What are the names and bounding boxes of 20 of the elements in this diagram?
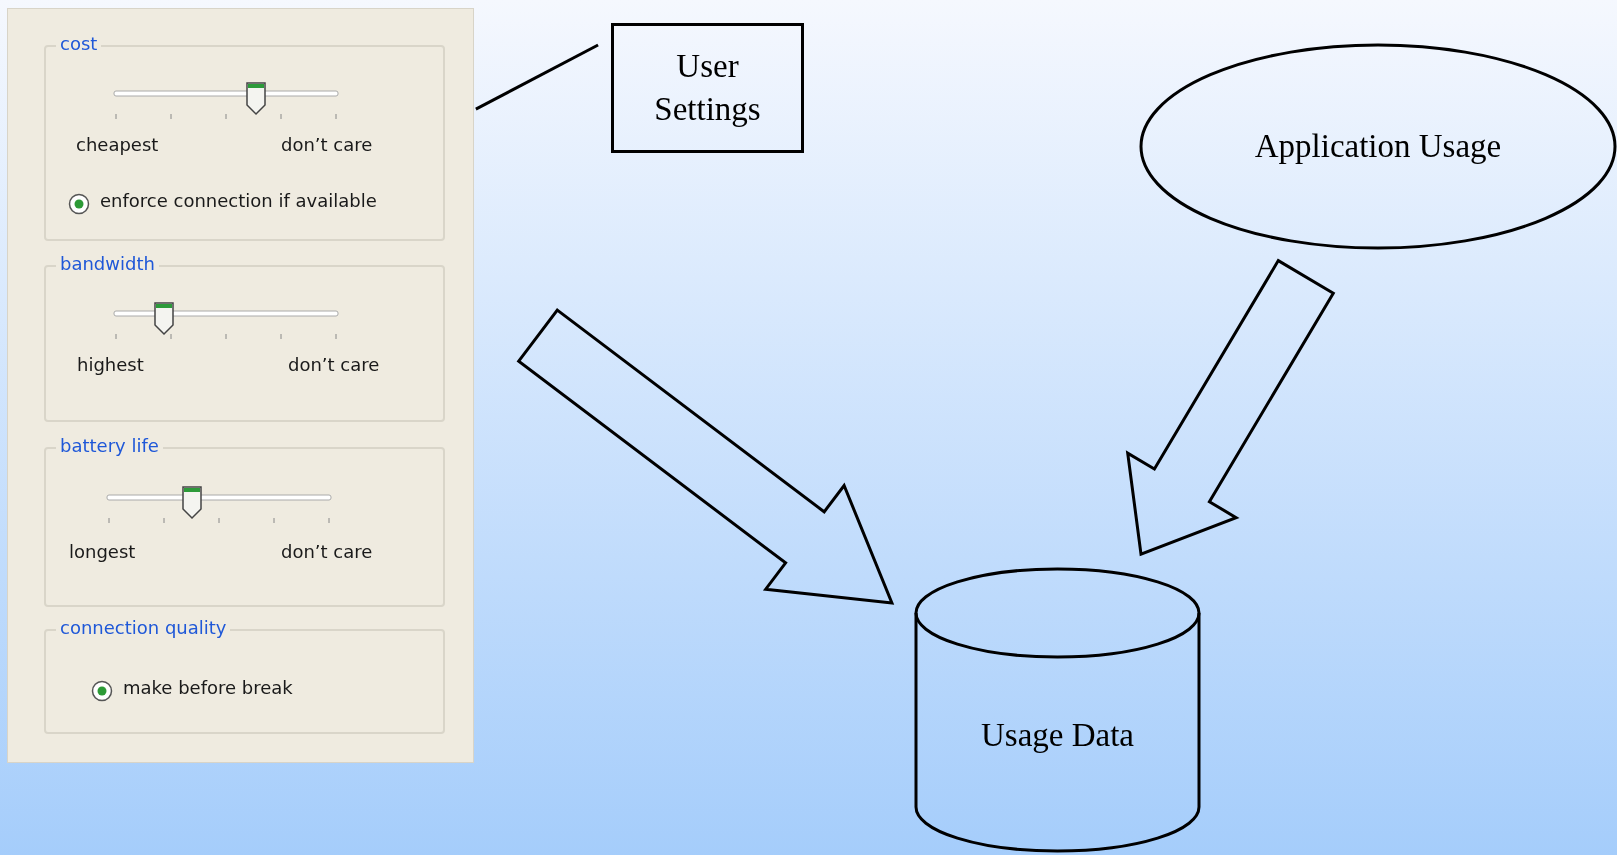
settings-panel [7, 8, 474, 763]
ellipse-node [1139, 43, 1617, 250]
radio-label: enforce connection if available [100, 190, 377, 211]
block-arrow [516, 308, 895, 605]
slider-label: don’t care [281, 541, 373, 562]
group-legend: battery life [56, 435, 163, 456]
node-label: User Settings [653, 47, 762, 129]
database-cylinder [914, 567, 1201, 853]
radio-label: make before break [123, 677, 293, 698]
slider-label: longest [69, 541, 136, 562]
node-label: Application Usage [1254, 127, 1502, 167]
block-arrow [1125, 258, 1336, 557]
group-legend: connection quality [56, 617, 231, 638]
slider-label: don’t care [288, 354, 380, 375]
slider-label: don’t care [281, 134, 373, 155]
slider-label: highest [77, 354, 144, 375]
node-label: Usage Data [981, 715, 1134, 755]
label-box [611, 23, 804, 153]
leader-line [475, 43, 599, 111]
slider-label: cheapest [76, 134, 159, 155]
